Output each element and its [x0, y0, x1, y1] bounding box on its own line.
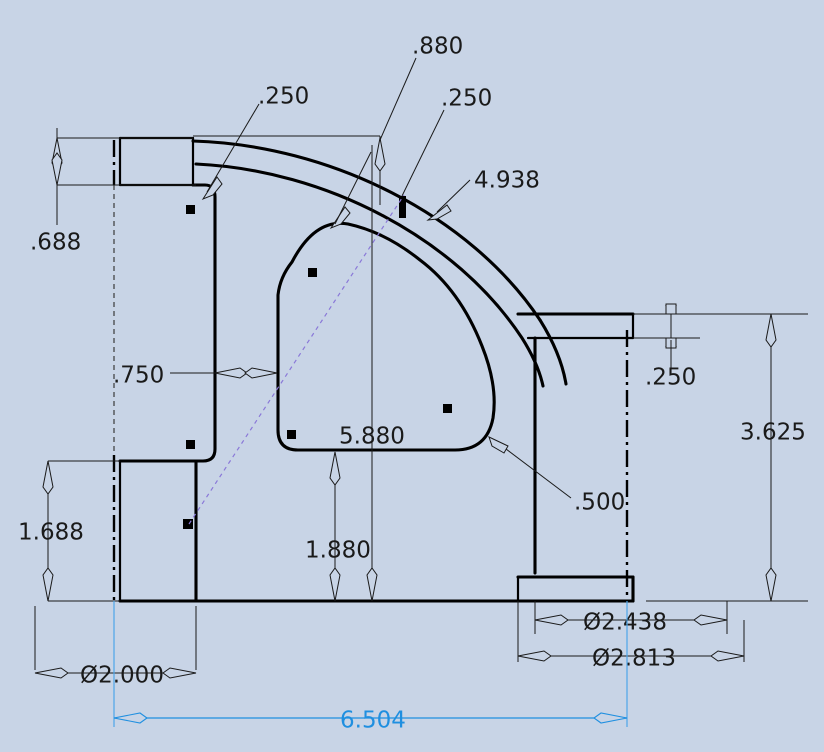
dimension-4938[interactable]: 4.938 — [426, 168, 540, 221]
dimension-3625[interactable]: 3.625 — [646, 313, 808, 602]
construction-geometry-group — [188, 194, 405, 525]
arrow-head-blue — [113, 712, 148, 724]
dimension-value-3625: 3.625 — [740, 420, 806, 446]
dimension-750[interactable]: .750 — [113, 363, 278, 389]
sketch-point — [186, 205, 195, 214]
leader-line — [379, 57, 417, 141]
arrow-head — [162, 667, 197, 679]
dimension-value-250-right: .250 — [645, 365, 696, 391]
sketch-point — [186, 440, 195, 449]
arrow-head — [488, 436, 509, 454]
arrow-head — [51, 152, 63, 186]
leader-line — [497, 442, 572, 499]
dimension-value-dia-2000: Ø2.000 — [80, 663, 164, 689]
outer-arc-edge-lower — [538, 318, 568, 386]
leader-line — [206, 103, 260, 193]
inner-arc-edge — [194, 162, 545, 388]
leader-line — [436, 179, 471, 213]
arrow-terminator-box — [665, 303, 677, 315]
dimension-value-dia-2438: Ø2.438 — [583, 610, 667, 636]
dimension-250-mid[interactable]: .250 — [329, 86, 492, 230]
arrow-head-blue — [593, 712, 628, 724]
arrow-head — [534, 614, 569, 626]
part-profile-group — [118, 136, 635, 603]
arrow-head — [374, 137, 386, 172]
arrow-head — [329, 451, 341, 486]
sketch-point — [287, 430, 296, 439]
arrow-head — [366, 567, 378, 602]
dimension-1688[interactable]: 1.688 — [18, 460, 120, 602]
arrow-head — [426, 204, 452, 221]
dimension-value-250-top-left: .250 — [258, 84, 309, 110]
arrow-head — [244, 367, 278, 379]
left-body-outline — [118, 183, 217, 463]
sketch-point — [399, 196, 406, 218]
dimension-688[interactable]: .688 — [30, 128, 196, 256]
dimension-value-500: .500 — [574, 490, 625, 516]
arrow-head — [517, 650, 552, 662]
dimension-value-880: .880 — [412, 34, 463, 60]
arrow-head — [42, 460, 54, 495]
arrow-head — [201, 176, 223, 201]
construction-radius-line — [188, 194, 405, 525]
arrow-head — [34, 667, 69, 679]
dimension-250-top-left[interactable]: .250 — [201, 84, 309, 201]
dimension-880[interactable]: .880 — [193, 34, 463, 206]
sketch-point — [443, 404, 452, 413]
dimension-value-4938: 4.938 — [474, 168, 540, 194]
dimension-value-1880: 1.880 — [305, 538, 371, 564]
arrow-head — [693, 614, 728, 626]
leader-line — [401, 109, 445, 197]
arrow-head — [42, 567, 54, 602]
arrow-head — [765, 567, 777, 602]
dimension-value-250-mid: .250 — [441, 86, 492, 112]
dimension-dia-2813[interactable]: Ø2.813 — [517, 601, 745, 672]
dimension-value-5880: 5.880 — [339, 424, 405, 450]
dimension-dia-2438[interactable]: Ø2.438 — [534, 601, 728, 636]
dimension-value-750: .750 — [113, 363, 164, 389]
dimension-value-dia-2813: Ø2.813 — [592, 646, 676, 672]
leader-line — [334, 151, 372, 225]
arrow-head — [329, 567, 341, 602]
sketch-points-group — [183, 196, 452, 529]
dimension-5880[interactable]: 5.880 — [339, 145, 405, 602]
dimension-6504[interactable]: 6.504 — [113, 601, 628, 734]
center-pocket-outline — [276, 221, 496, 452]
dimension-value-1688: 1.688 — [18, 520, 84, 546]
sketch-point — [183, 519, 193, 529]
arrow-head — [710, 650, 745, 662]
outer-arc-edge — [191, 139, 542, 322]
dimension-value-6504: 6.504 — [340, 708, 406, 734]
dimension-dia-2000[interactable]: Ø2.000 — [34, 606, 197, 689]
sketch-point — [308, 268, 317, 277]
arrow-head — [214, 367, 248, 379]
arrow-head — [765, 313, 777, 348]
dimension-value-688: .688 — [30, 230, 81, 256]
centerlines-group — [112, 140, 629, 601]
dimension-250-right[interactable]: .250 — [633, 303, 800, 391]
dimension-500[interactable]: .500 — [488, 436, 625, 516]
dimension-1880[interactable]: 1.880 — [305, 451, 371, 602]
